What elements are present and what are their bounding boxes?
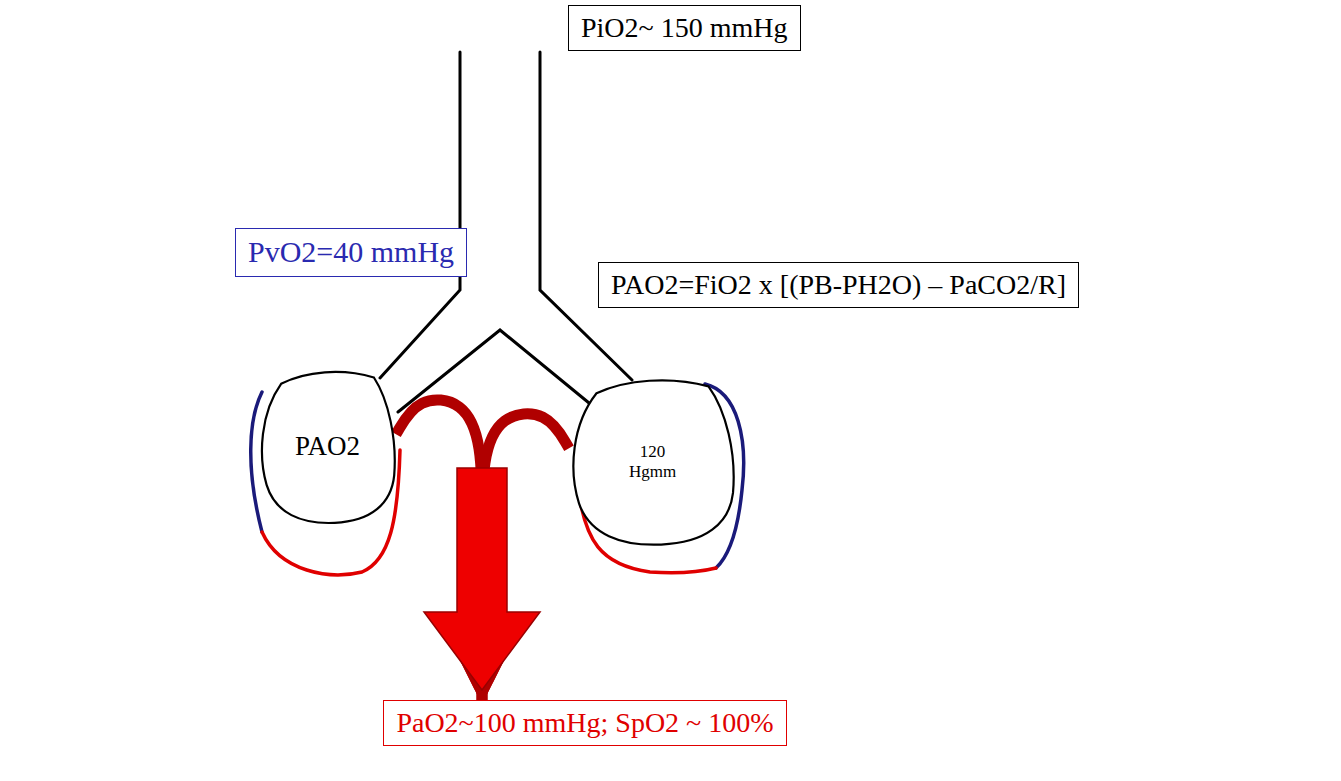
flow-arrow-shape [424, 468, 540, 690]
alveolus-shape [262, 372, 395, 523]
alveolus: 120 Hgmm [565, 376, 740, 548]
arterial-gas-box: PaO2~100 mmHg; SpO2 ~ 100% [383, 700, 786, 746]
node-label: PiO2~ 150 mmHg [581, 12, 788, 44]
inspired-gas-box: PiO2~ 150 mmHg [568, 5, 801, 51]
alveolus: PAO2 [255, 368, 400, 526]
alveolus-shape [573, 380, 733, 544]
trachea-wall [540, 52, 632, 380]
node-label: PaO2~100 mmHg; SpO2 ~ 100% [396, 707, 773, 739]
trachea-wall [380, 52, 460, 378]
node-label: PvO2=40 mmHg [248, 235, 454, 270]
node-label: 120 Hgmm [618, 442, 688, 481]
venous-gas-box: PvO2=40 mmHg [235, 228, 467, 277]
node-label: PAO2 [295, 431, 360, 462]
venous-capillary [251, 392, 262, 532]
equation-box: PAO2=FiO2 x [(PB-PH2O) – PaCO2/R] [598, 262, 1079, 308]
node-label: PAO2=FiO2 x [(PB-PH2O) – PaCO2/R] [611, 269, 1066, 301]
